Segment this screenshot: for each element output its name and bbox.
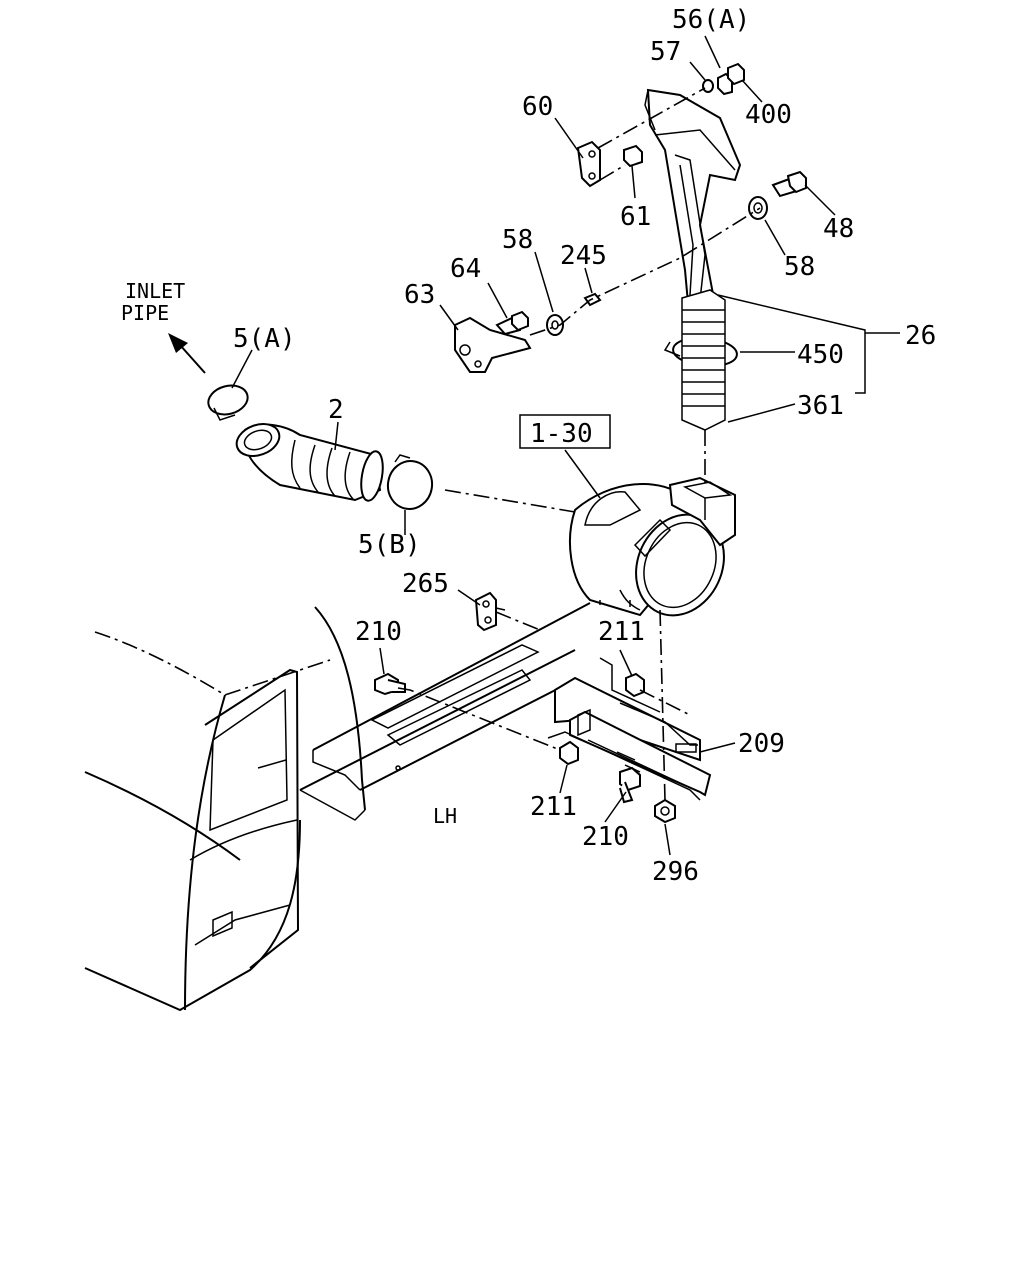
leader-lines	[231, 35, 900, 856]
label-210-bottom: 210	[582, 822, 629, 852]
label-63: 63	[404, 280, 435, 310]
label-inlet: INLET	[125, 279, 185, 303]
side-rail	[299, 602, 591, 821]
label-211-top: 211	[598, 617, 645, 647]
bracket-60	[576, 140, 601, 188]
label-1-30: 1-30	[530, 419, 593, 449]
label-pipe: PIPE	[121, 301, 169, 325]
washer-58-left	[546, 314, 564, 336]
nut-211-bottom	[559, 740, 579, 766]
bracket-63	[454, 316, 532, 373]
assembly-center-lines	[397, 87, 761, 801]
cab-outline	[84, 606, 366, 1012]
bolt-61	[623, 144, 643, 168]
part-labels: 56(A) 57 400 60 61 48 58 58 245 64 63 26…	[121, 5, 936, 887]
label-265: 265	[402, 569, 449, 599]
label-210-top: 210	[355, 617, 402, 647]
clip-265	[474, 591, 506, 632]
nut-400	[727, 62, 745, 86]
label-209: 209	[738, 729, 785, 759]
hose-361	[681, 289, 726, 431]
label-60: 60	[522, 92, 553, 122]
label-58-left: 58	[502, 225, 533, 255]
reference-box	[519, 414, 611, 449]
inlet-pipe-arrow	[168, 333, 206, 374]
label-245: 245	[560, 241, 607, 271]
label-296: 296	[652, 857, 699, 887]
label-5a: 5(A)	[233, 324, 296, 354]
bolt-210-bottom	[619, 766, 641, 804]
label-lh: LH	[433, 804, 457, 828]
label-5b: 5(B)	[358, 530, 421, 560]
label-57: 57	[650, 37, 681, 67]
label-26: 26	[905, 321, 936, 351]
clamp-5a	[207, 384, 249, 421]
clamp-5b	[386, 454, 434, 510]
bolt-48	[771, 170, 807, 198]
label-48: 48	[823, 214, 854, 244]
washer-58-right	[748, 196, 768, 220]
label-450: 450	[797, 340, 844, 370]
bolt-64	[495, 310, 529, 336]
intake-duct	[644, 88, 742, 326]
air-cleaner-assembly	[569, 476, 736, 617]
label-64: 64	[450, 254, 481, 284]
label-361: 361	[797, 391, 844, 421]
label-58-right: 58	[784, 252, 815, 282]
label-2: 2	[328, 395, 344, 425]
inlet-hose-2	[235, 423, 384, 502]
label-400: 400	[745, 100, 792, 130]
washer-57	[702, 79, 714, 93]
label-56a: 56(A)	[672, 5, 750, 35]
label-61: 61	[620, 202, 651, 232]
nut-296	[654, 798, 676, 824]
bolt-210-top	[374, 672, 406, 696]
label-211-bottom: 211	[530, 792, 577, 822]
nut-211-top	[625, 672, 645, 698]
